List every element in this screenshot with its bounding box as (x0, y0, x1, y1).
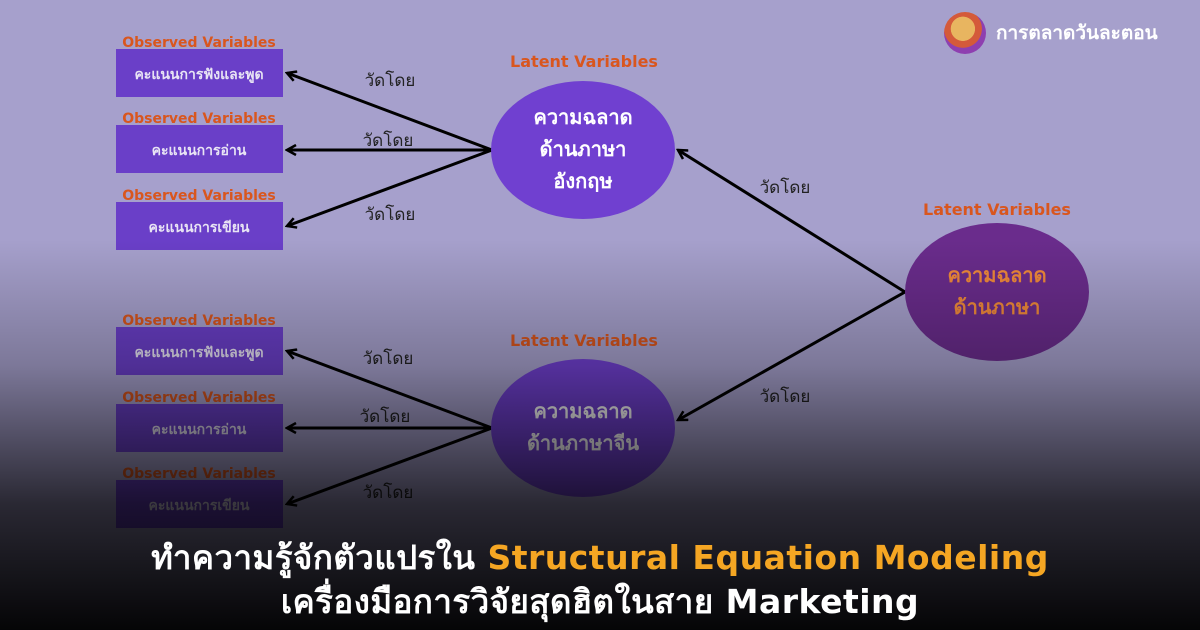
observed-variables-label: Observed Variables (122, 35, 276, 51)
latent-variables-label: Latent Variables (510, 331, 658, 350)
measured-by-label: วัดโดย (365, 70, 416, 91)
observed-variables-label: Observed Variables (122, 466, 276, 482)
latent-english: ความฉลาด ด้านภาษา อังกฤษ (491, 81, 675, 219)
observed-variable-5: Observed Variables คะแนนการอ่าน (116, 390, 283, 452)
measured-by-label: วัดโดย (360, 406, 411, 427)
observed-box-label: คะแนนการเขียน (148, 498, 249, 514)
observed-variables-label: Observed Variables (122, 390, 276, 406)
observed-box-label: คะแนนการอ่าน (152, 422, 247, 438)
measured-by-label: วัดโดย (365, 204, 416, 225)
headline-line-2: เครื่องมือการวิจัยสุดฮิตในสาย Marketing (280, 582, 920, 621)
latent-language: ความฉลาด ด้านภาษา (905, 223, 1089, 361)
observed-box-label: คะแนนการเขียน (148, 220, 249, 236)
observed-variables-label: Observed Variables (122, 313, 276, 329)
observed-box-label: คะแนนการฟังและพูด (134, 67, 263, 83)
headline-prefix: ทำความรู้จักตัวแปรใน (151, 538, 476, 577)
observed-variable-4: Observed Variables คะแนนการฟังและพูด (116, 313, 283, 375)
headline-line-1: ทำความรู้จักตัวแปรใน Structural Equation… (0, 538, 1200, 578)
svg-text:ความฉลาด: ความฉลาด (533, 399, 632, 423)
observed-box-label: คะแนนการฟังและพูด (134, 345, 263, 361)
svg-text:ความฉลาด: ความฉลาด (947, 263, 1046, 287)
latent-variables-label: Latent Variables (510, 52, 658, 71)
measured-by-label: วัดโดย (363, 348, 414, 369)
svg-text:ความฉลาด: ความฉลาด (533, 105, 632, 129)
observed-variable-3: Observed Variables คะแนนการเขียน (116, 188, 283, 250)
latent-chinese: ความฉลาด ด้านภาษาจีน (491, 359, 675, 497)
measured-by-label: วัดโดย (760, 386, 811, 407)
observed-variable-6: Observed Variables คะแนนการเขียน (116, 466, 283, 528)
measured-by-label: วัดโดย (363, 130, 414, 151)
brand-name: การตลาดวันละตอน (996, 22, 1158, 44)
svg-text:ด้านภาษา: ด้านภาษา (954, 295, 1041, 319)
brand-avatar (944, 12, 986, 54)
observed-variable-1: Observed Variables คะแนนการฟังและพูด (116, 35, 283, 97)
observed-box-label: คะแนนการอ่าน (152, 143, 247, 159)
svg-text:อังกฤษ: อังกฤษ (553, 169, 612, 193)
observed-variables-label: Observed Variables (122, 111, 276, 127)
brand-logo[interactable]: การตลาดวันละตอน (944, 12, 1158, 54)
svg-text:ด้านภาษา: ด้านภาษา (540, 137, 627, 161)
measured-by-label: วัดโดย (760, 177, 811, 198)
observed-variable-2: Observed Variables คะแนนการอ่าน (116, 111, 283, 173)
latent-variables-label: Latent Variables (923, 200, 1071, 219)
svg-text:ด้านภาษาจีน: ด้านภาษาจีน (527, 431, 639, 455)
observed-variables-label: Observed Variables (122, 188, 276, 204)
measured-by-label: วัดโดย (363, 482, 414, 503)
headline-highlight: Structural Equation Modeling (487, 538, 1049, 577)
arrow-language-to-english (678, 150, 906, 294)
